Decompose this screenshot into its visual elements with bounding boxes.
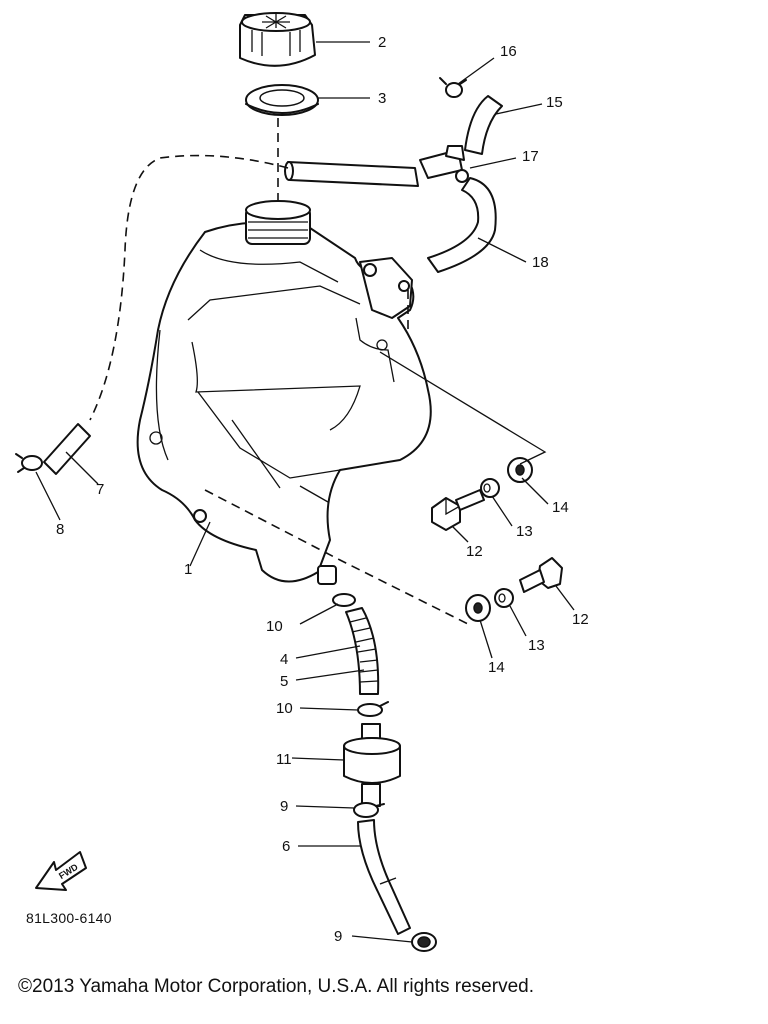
clip-9-upper-part (353, 802, 385, 818)
callout-15: 15 (546, 94, 563, 111)
callout-10a: 10 (266, 618, 283, 635)
fuel-hose-6-part (357, 819, 411, 935)
drain-hose-7-part (43, 423, 91, 475)
breather-hose-part (287, 161, 419, 187)
grommet-14-lower-part (465, 594, 491, 622)
callout-14a: 14 (552, 499, 569, 516)
callout-3: 3 (378, 90, 386, 107)
fwd-arrow-icon: FWD (35, 851, 87, 891)
callout-12b: 12 (572, 611, 589, 628)
callout-13a: 13 (516, 523, 533, 540)
fuel-filter-11-part (343, 723, 401, 807)
callout-6: 6 (282, 838, 290, 855)
callout-4: 4 (280, 651, 288, 668)
callout-9a: 9 (280, 798, 288, 815)
vent-hose-15-part (464, 95, 503, 155)
callout-13b: 13 (528, 637, 545, 654)
leader-lines (35, 41, 575, 943)
callout-numbers: 2 3 16 15 17 18 7 8 1 14 13 12 12 13 14 … (56, 34, 589, 945)
bolt-12-lower-part (519, 557, 563, 593)
figure-code: 81L300-6140 (26, 910, 112, 926)
callout-10b: 10 (276, 700, 293, 717)
bolt-12-upper-part (431, 489, 485, 531)
clip-9-lower-part (411, 932, 437, 952)
breather-route-line (89, 154, 289, 421)
fuel-cap-part (239, 12, 316, 67)
cap-gasket-part (245, 84, 319, 116)
clip-10-upper-part (332, 593, 356, 607)
washer-13-lower-part (494, 588, 514, 608)
fuel-hose-4-part (345, 607, 380, 695)
callout-14b: 14 (488, 659, 505, 676)
callout-5: 5 (280, 673, 288, 690)
clip-16-part (439, 77, 467, 98)
callout-1: 1 (184, 561, 192, 578)
fuel-tank-part (136, 200, 432, 585)
t-joint-part (419, 145, 469, 183)
clip-10-lower-part (357, 701, 389, 717)
clip-8-part (15, 453, 43, 473)
callout-17: 17 (522, 148, 539, 165)
vent-hose-18-part (427, 177, 497, 273)
washer-13-upper-part (480, 478, 500, 498)
callout-12a: 12 (466, 543, 483, 560)
callout-9b: 9 (334, 928, 342, 945)
callout-16: 16 (500, 43, 517, 60)
callout-7: 7 (96, 481, 104, 498)
copyright-notice: ©2013 Yamaha Motor Corporation, U.S.A. A… (18, 976, 534, 997)
callout-2: 2 (378, 34, 386, 51)
grommet-14-upper-part (507, 457, 533, 483)
lower-mount-line (204, 489, 471, 626)
callout-8: 8 (56, 521, 64, 538)
callout-11: 11 (276, 751, 292, 768)
callout-18: 18 (532, 254, 549, 271)
